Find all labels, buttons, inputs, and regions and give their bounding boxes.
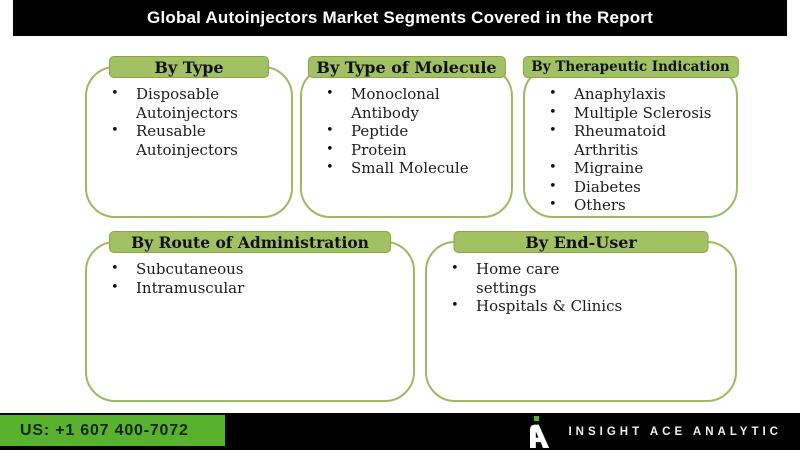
bullet-icon: • — [549, 86, 557, 101]
phone-number: US: +1 607 400-7072 — [20, 421, 189, 439]
page-title: Global Autoinjectors Market Segments Cov… — [147, 8, 653, 27]
brand: INSIGHT ACE ANALYTIC — [528, 413, 782, 450]
segment-item: • Home care settings — [451, 260, 727, 297]
phone-box: US: +1 607 400-7072 — [0, 415, 225, 446]
segment-box-by-therapeutic-indication: By Therapeutic Indication • Anaphylaxis • Mu… — [522, 56, 739, 218]
segment-title: By Route of Administration — [131, 232, 369, 252]
segment-item: • Anaphylaxis — [549, 85, 728, 104]
segment-item: • Others — [549, 196, 728, 215]
bullet-icon: • — [111, 279, 119, 295]
bullet-icon: • — [549, 178, 557, 194]
footer-bar: US: +1 607 400-7072 INSIGHT ACE ANALYTIC — [0, 413, 800, 450]
bullet-icon: • — [451, 298, 459, 313]
segment-item: • Diabetes — [549, 178, 728, 197]
bullet-icon: • — [326, 160, 334, 175]
logo-green-dot — [534, 416, 540, 421]
segment-item-list: • Subcutaneous • Intramuscular — [87, 243, 413, 297]
segment-item-label: Multiple Sclerosis — [574, 103, 712, 122]
segment-item-label: Hospitals & Clinics — [476, 297, 623, 315]
segment-title: By Type — [154, 57, 224, 77]
segment-item-label: Small Molecule — [351, 159, 469, 177]
segment-item: • Protein — [326, 141, 503, 160]
brand-logo-icon — [528, 415, 552, 448]
bullet-icon: • — [111, 123, 119, 138]
segment-item: • Reusable Autoinjectors — [111, 122, 283, 159]
bullet-icon: • — [549, 160, 557, 175]
bullet-icon: • — [549, 197, 557, 212]
segment-item: • Intramuscular — [111, 279, 405, 298]
segment-item-label: Others — [574, 196, 626, 214]
segment-header: By Therapeutic Indication — [522, 56, 739, 78]
bullet-icon: • — [111, 86, 119, 101]
segment-item-label: Rheumatoid Arthritis — [574, 122, 667, 159]
brand-name: INSIGHT ACE ANALYTIC — [568, 425, 782, 438]
segment-item: • Rheumatoid Arthritis — [549, 122, 728, 159]
segment-header: By Type of Molecule — [307, 56, 506, 78]
segment-item-label: Anaphylaxis — [574, 85, 666, 103]
segment-item-label: Intramuscular — [136, 278, 245, 297]
segment-item: • Migraine — [549, 159, 728, 178]
segment-item: • Disposable Autoinjectors — [111, 85, 283, 122]
segment-item-label: Diabetes — [574, 177, 641, 196]
segment-box-by-route-of-administration: By Route of Administration•Subcutaneous•… — [85, 231, 415, 402]
segment-item-list: • Home care settings • Hospitals & Clinics — [427, 243, 735, 316]
bullet-icon: • — [326, 141, 334, 157]
segment-box-by-type: By Type • Disposable Autoinjectors • Reusabl… — [85, 56, 293, 218]
segment-item: • Hospitals & Clinics — [451, 297, 727, 316]
segment-item-label: Disposable Autoinjectors — [136, 85, 238, 122]
segment-header: By End-User — [453, 231, 709, 253]
segment-item: • Peptide — [326, 122, 503, 141]
segment-item-list: • Monoclonal Antibody • Peptide • Protein • Sma… — [302, 68, 511, 178]
segment-header: By Route of Administration — [109, 231, 391, 253]
bullet-icon: • — [451, 261, 459, 276]
logo-a-glyph — [530, 424, 550, 448]
segment-item: • Multiple Sclerosis — [549, 104, 728, 123]
segment-item: • Subcutaneous — [111, 260, 405, 279]
segment-title: By Type of Molecule — [316, 57, 497, 77]
segment-item-list: • Anaphylaxis • Multiple Sclerosis • Rheumato… — [525, 68, 736, 215]
bullet-icon: • — [549, 104, 557, 120]
segment-item-label: Protein — [351, 140, 407, 159]
segment-item-list: • Disposable Autoinjectors • Reusable Autoi… — [87, 68, 291, 159]
bullet-icon: • — [326, 86, 334, 101]
segment-item: • Monoclonal Antibody — [326, 85, 503, 122]
segment-title: By Therapeutic Indication — [531, 59, 730, 75]
bullet-icon: • — [549, 123, 557, 138]
segment-title: By End-User — [525, 232, 637, 252]
segment-header: By Type — [109, 56, 269, 78]
segment-item-label: Home care settings — [476, 260, 560, 297]
segment-item-label: Subcutaneous — [136, 260, 244, 278]
segment-item-label: Monoclonal Antibody — [351, 85, 440, 122]
title-bar: Global Autoinjectors Market Segments Cov… — [13, 0, 787, 36]
segment-item-label: Reusable Autoinjectors — [136, 122, 238, 159]
segment-item-label: Peptide — [351, 122, 409, 140]
segment-item: • Small Molecule — [326, 159, 503, 178]
segment-item-label: Migraine — [574, 159, 644, 177]
segment-box-by-type-of-molecule: By Type of Molecule•Monoclonal Antibody•… — [300, 56, 513, 218]
segment-box-by-end-user: By End-User • Home care settings • Hospitals… — [425, 231, 737, 402]
bullet-icon: • — [326, 123, 334, 138]
bullet-icon: • — [111, 261, 119, 276]
